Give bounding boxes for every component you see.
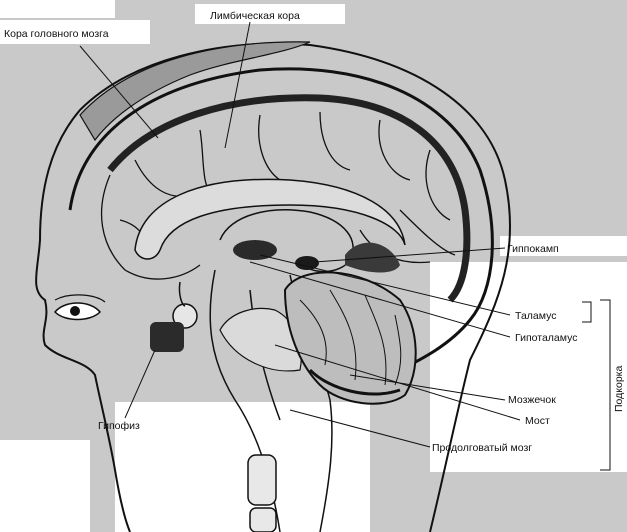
hippocampus-label-box	[500, 236, 627, 256]
scalp-band	[79, 41, 311, 142]
label-pons: Мост	[525, 415, 550, 427]
bottom-left-white-area	[0, 440, 90, 532]
label-limbic-cortex: Лимбическая кора	[210, 10, 300, 22]
cortex-label-box	[0, 20, 150, 44]
pointer-lines	[79, 21, 611, 471]
cortex-arc	[107, 94, 471, 303]
bottom-label-panel	[115, 402, 370, 532]
eye	[53, 294, 106, 321]
thalamus-shape	[233, 240, 277, 260]
top-left-white-area	[0, 0, 115, 18]
label-cerebellum: Мозжечок	[508, 394, 556, 406]
spine	[247, 454, 277, 532]
hippocampus-shape	[295, 256, 319, 270]
label-hypothalamus: Гипоталамус	[515, 332, 577, 344]
right-label-panel	[430, 262, 627, 472]
pituitary-region	[150, 281, 198, 352]
label-medulla: Продолговатый мозг	[432, 442, 532, 454]
label-cortex: Кора головного мозга	[4, 28, 109, 40]
label-thalamus: Таламус	[515, 310, 556, 322]
corpus-callosum	[134, 178, 406, 260]
skull-outline	[68, 67, 494, 372]
limbic-label-box	[195, 4, 345, 24]
label-pituitary: Гипофиз	[98, 420, 140, 432]
cerebellum-shape	[283, 271, 417, 405]
label-subcortex: Подкорка	[613, 366, 625, 412]
label-hippocampus: Гиппокамп	[507, 243, 559, 255]
head-outline	[35, 42, 512, 532]
